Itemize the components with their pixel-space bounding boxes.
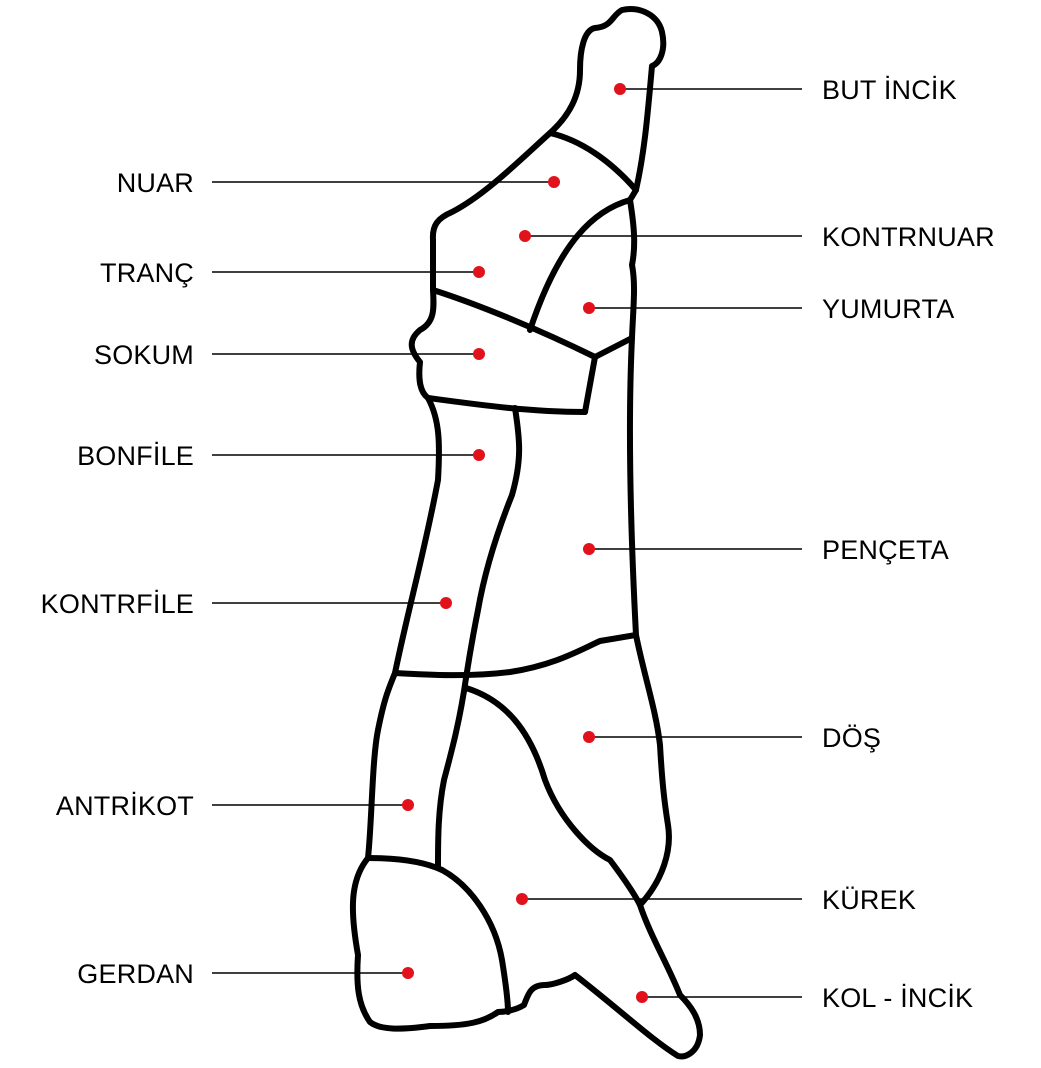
label-sokum: SOKUM [94,340,194,370]
border-dos-kurek [466,688,640,905]
border-bonfile-penceta [466,408,519,678]
border-nuar-kontrnuar [530,200,630,330]
marker-gerdan [402,967,414,979]
label-but-incik: BUT İNCİK [822,74,957,105]
marker-kontrfile [440,597,452,609]
marker-sokum [473,348,485,360]
marker-bonfile [473,449,485,461]
marker-kol-incik [636,991,648,1003]
label-kontrnuar: KONTRNUAR [822,222,995,252]
label-tranc: TRANÇ [100,258,194,288]
label-kontrfile: KONTRFİLE [41,588,194,619]
border-sokum-bonfile [428,398,585,412]
marker-yumurta [583,302,595,314]
marker-but-incik [614,83,626,95]
label-gerdan: GERDAN [77,959,194,989]
marker-antrikot [402,799,414,811]
border-butincik-nuar [550,133,636,190]
border-sokum-penceta [585,357,595,412]
marker-tranc [473,266,485,278]
label-yumurta: YUMURTA [822,294,954,324]
marker-penceta [583,543,595,555]
marker-kurek [516,893,528,905]
label-penceta: PENÇETA [822,535,949,565]
border-gerdan-kurek [442,870,508,1012]
border-antrikot-gerdan [368,858,442,870]
border-kontrfile-antrikot [395,635,636,675]
label-kol-incik: KOL - İNCİK [822,982,973,1013]
marker-dos [583,731,595,743]
label-kurek: KÜREK [822,885,916,915]
border-antrikot-kurek [438,678,466,866]
marker-kontrnuar [519,230,531,242]
label-bonfile: BONFİLE [77,440,194,471]
label-dos: DÖŞ [822,723,881,753]
label-antrikot: ANTRİKOT [56,790,194,821]
label-nuar: NUAR [117,168,194,198]
marker-nuar [548,176,560,188]
